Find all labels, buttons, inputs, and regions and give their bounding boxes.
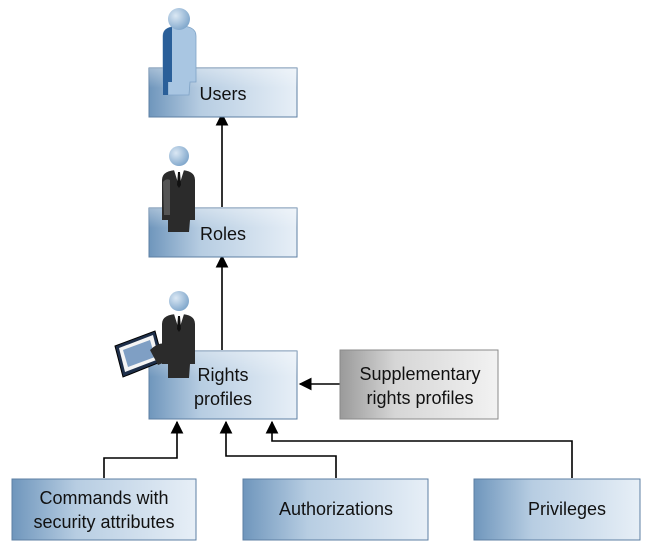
arrow-privileges-to-profiles	[265, 420, 573, 478]
commands-label-line1: Commands with	[39, 488, 168, 508]
authorizations-node: Authorizations	[242, 478, 429, 541]
privileges-node: Privileges	[473, 478, 641, 541]
id-card-icon	[114, 330, 164, 378]
rights-profiles-label-line1: Rights	[197, 365, 248, 385]
arrow-commands-to-profiles	[103, 420, 184, 478]
user-icon	[162, 8, 197, 96]
rights-profiles-label-line2: profiles	[194, 389, 252, 409]
connectors	[103, 112, 573, 478]
authorizations-label: Authorizations	[279, 499, 393, 519]
supplementary-box	[339, 349, 499, 420]
supplementary-label-line2: rights profiles	[366, 388, 473, 408]
supplementary-label-line1: Supplementary	[359, 364, 480, 384]
users-label: Users	[199, 84, 246, 104]
privileges-label: Privileges	[528, 499, 606, 519]
commands-label-line2: security attributes	[33, 512, 174, 532]
commands-box	[11, 478, 197, 541]
businessman-icon	[162, 146, 195, 232]
privileges-box	[473, 478, 641, 541]
roles-label: Roles	[200, 224, 246, 244]
authorizations-box	[242, 478, 429, 541]
commands-node: Commands with security attributes	[11, 478, 197, 541]
arrow-authorizations-to-profiles	[219, 420, 337, 478]
businessman-with-id-card-icon	[114, 291, 195, 378]
supplementary-rights-profiles-node: Supplementary rights profiles	[339, 349, 499, 420]
